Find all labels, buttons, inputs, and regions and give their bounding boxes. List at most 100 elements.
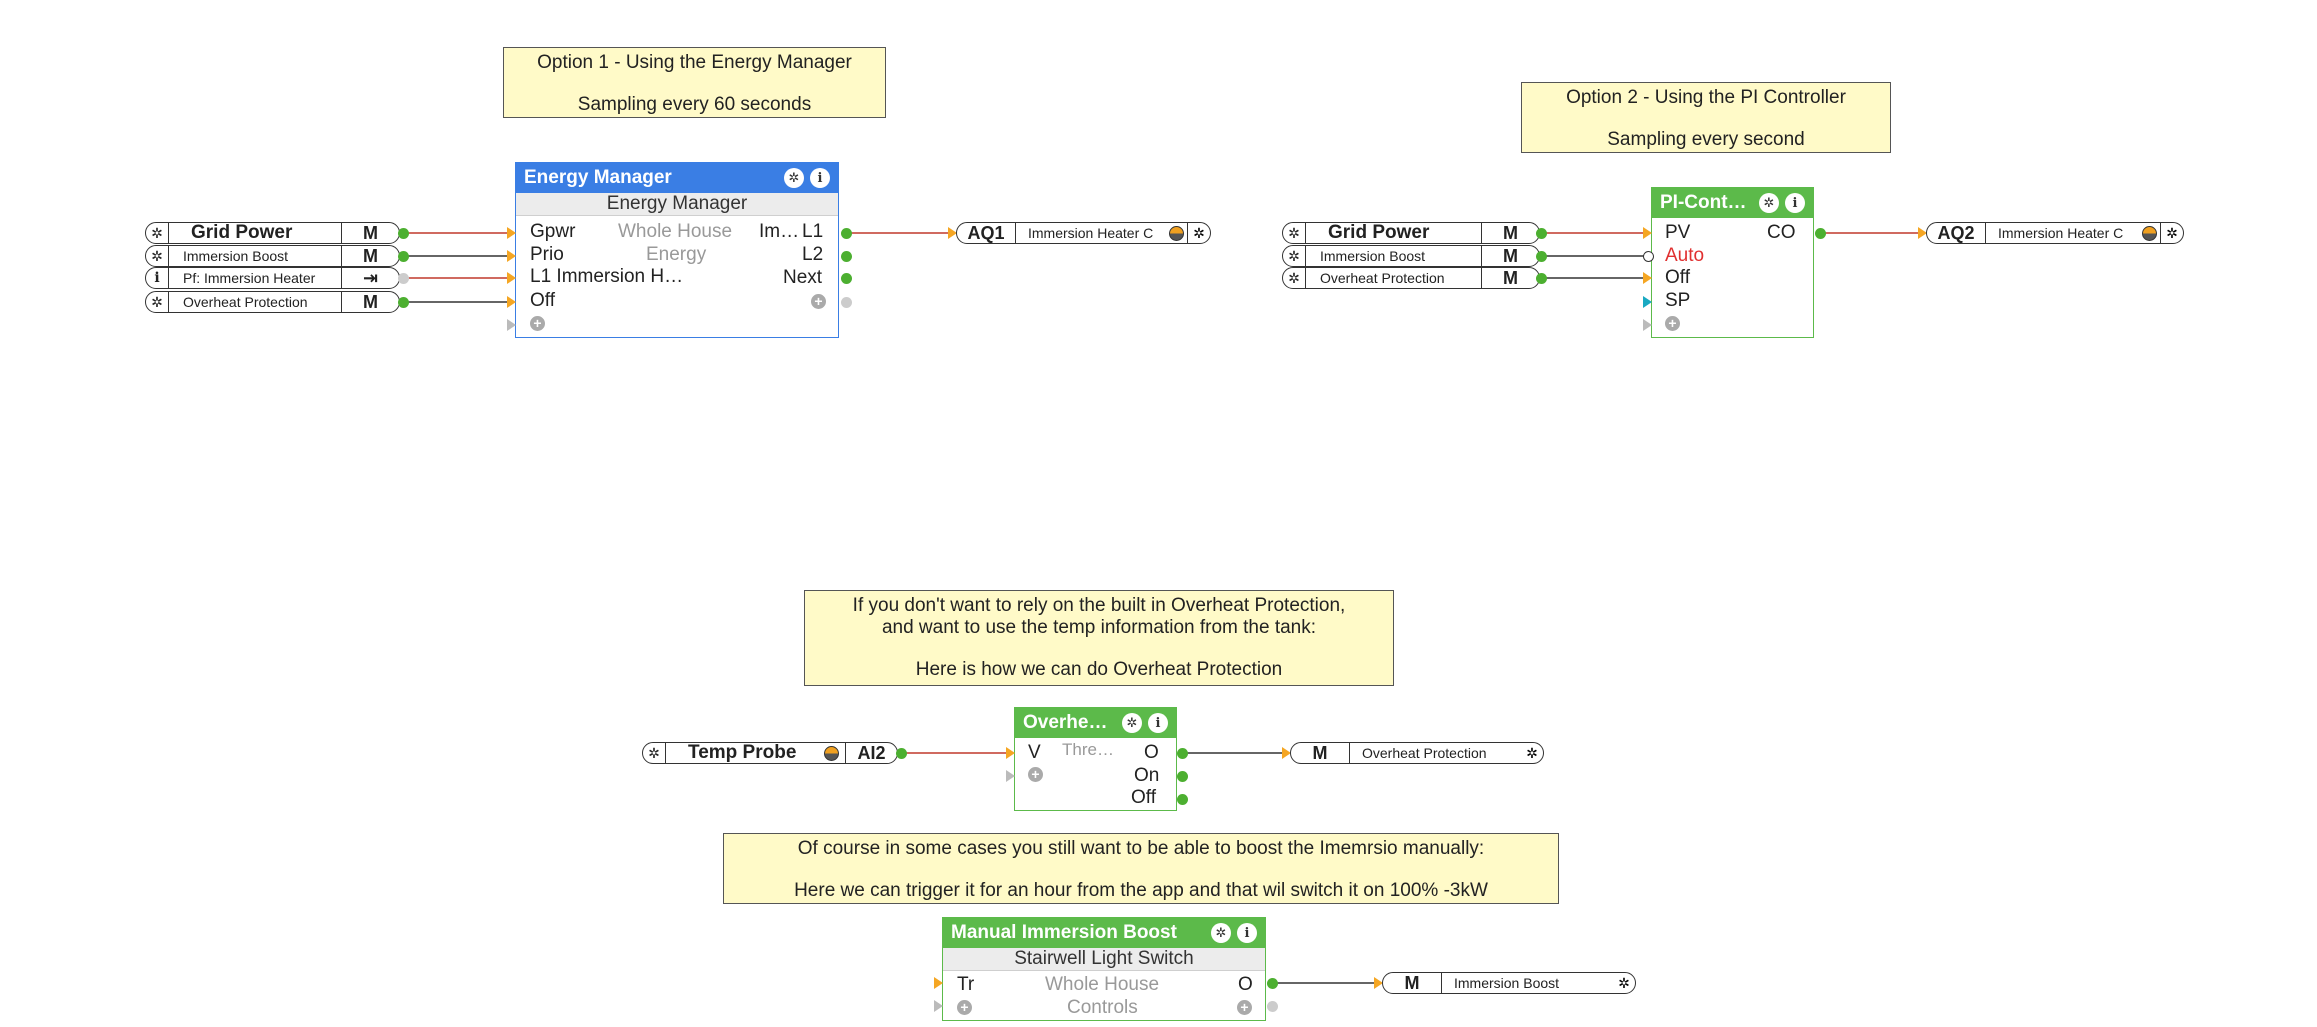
output-overheat-protection[interactable]: M Overheat Protection ✲ (1290, 742, 1544, 764)
input-tr[interactable]: Tr (957, 974, 975, 995)
output-connector[interactable] (896, 748, 907, 759)
input-off[interactable]: Off (1665, 267, 1690, 288)
input-arrow[interactable] (507, 227, 516, 239)
block-header[interactable]: Energy Manager ✲ i (516, 163, 838, 193)
block-header[interactable]: Manual Immersion Boost ✲ i (943, 918, 1265, 948)
output-connector[interactable] (398, 297, 409, 308)
output-l1[interactable]: L1 (802, 221, 824, 242)
output-connector[interactable] (1536, 228, 1547, 239)
gear-icon[interactable]: ✲ (1288, 247, 1300, 264)
output-connector[interactable] (841, 228, 852, 239)
overheat-threshold-block[interactable]: Overhe… ✲ i V Thre… O + On Off (1014, 707, 1177, 811)
add-output-icon[interactable]: + (811, 294, 826, 309)
input-v[interactable]: V (1028, 742, 1041, 763)
gear-icon[interactable]: ✲ (648, 744, 660, 761)
settings-icon[interactable]: ✲ (1759, 193, 1779, 213)
input-l1-immersion[interactable]: L1 Immersion H… (530, 266, 684, 287)
input-arrow[interactable] (948, 227, 957, 239)
output-immersion-boost[interactable]: M Immersion Boost ✲ (1382, 972, 1636, 994)
gear-icon[interactable]: ✲ (1526, 744, 1538, 761)
add-input-icon[interactable]: + (957, 1000, 972, 1015)
add-input-icon[interactable]: + (1665, 316, 1680, 331)
input-arrow[interactable] (1282, 747, 1291, 759)
output-connector[interactable] (1815, 228, 1826, 239)
input-prio[interactable]: Prio (530, 244, 564, 265)
input-auto[interactable]: Auto (1665, 245, 1705, 266)
input-grid-power[interactable]: ✲ Grid Power M (145, 222, 400, 244)
info-icon[interactable]: i (1237, 923, 1257, 943)
gear-icon[interactable]: ✲ (1618, 974, 1630, 991)
input-arrow[interactable] (507, 319, 516, 331)
output-connector[interactable] (1267, 978, 1278, 989)
input-pv[interactable]: PV (1665, 222, 1691, 243)
output-connector[interactable] (1177, 748, 1188, 759)
input-grid-power-2[interactable]: ✲ Grid Power M (1282, 222, 1540, 244)
gear-icon[interactable]: ✲ (151, 224, 163, 241)
add-input-icon[interactable]: + (530, 316, 545, 331)
info-icon[interactable]: i (810, 168, 830, 188)
input-arrow[interactable] (507, 272, 516, 284)
input-arrow[interactable] (934, 1000, 943, 1012)
input-overheat-protection[interactable]: ✲ Overheat Protection M (145, 291, 400, 313)
input-overheat-protection-2[interactable]: ✲ Overheat Protection M (1282, 267, 1540, 289)
output-off[interactable]: Off (1131, 787, 1156, 808)
output-connector[interactable] (841, 251, 852, 262)
input-immersion-boost[interactable]: ✲ Immersion Boost M (145, 245, 400, 267)
input-arrow[interactable] (934, 977, 943, 989)
input-arrow[interactable] (1918, 227, 1927, 239)
input-arrow[interactable] (1006, 747, 1015, 759)
input-arrow[interactable] (1643, 227, 1652, 239)
input-arrow[interactable] (507, 250, 516, 262)
add-input-icon[interactable]: + (1028, 767, 1043, 782)
settings-icon[interactable]: ✲ (1211, 923, 1231, 943)
block-header[interactable]: PI-Cont… ✲ i (1652, 188, 1813, 218)
input-arrow[interactable] (507, 296, 516, 308)
input-sp[interactable]: SP (1665, 290, 1691, 311)
inverted-input-marker[interactable] (1643, 251, 1654, 262)
settings-icon[interactable]: ✲ (1122, 713, 1142, 733)
input-immersion-boost-2[interactable]: ✲ Immersion Boost M (1282, 245, 1540, 267)
manual-immersion-boost-block[interactable]: Manual Immersion Boost ✲ i Stairwell Lig… (942, 917, 1266, 1021)
output-connector[interactable] (841, 297, 852, 308)
input-arrow[interactable] (1006, 770, 1015, 782)
output-on[interactable]: On (1134, 765, 1160, 786)
output-aq1[interactable]: AQ1 Immersion Heater C ✲ (956, 222, 1211, 244)
input-arrow[interactable] (1643, 296, 1652, 308)
output-connector[interactable] (1536, 251, 1547, 262)
pi-controller-block[interactable]: PI-Cont… ✲ i PV CO Auto Off SP + (1651, 187, 1814, 338)
settings-icon[interactable]: ✲ (784, 168, 804, 188)
output-next[interactable]: Next (783, 267, 823, 288)
gear-icon[interactable]: ✲ (2160, 223, 2183, 243)
output-aq2[interactable]: AQ2 Immersion Heater C ✲ (1926, 222, 2184, 244)
block-header[interactable]: Overhe… ✲ i (1015, 708, 1176, 738)
gear-icon[interactable]: ✲ (151, 293, 163, 310)
output-connector[interactable] (1267, 1001, 1278, 1012)
output-o[interactable]: O (1144, 742, 1159, 763)
gear-icon[interactable]: ✲ (1187, 223, 1210, 243)
input-pf-immersion-heater[interactable]: i Pf: Immersion Heater ⇥ (145, 267, 400, 289)
output-connector[interactable] (1177, 794, 1188, 805)
info-icon[interactable]: i (1148, 713, 1168, 733)
info-icon[interactable]: i (154, 270, 160, 286)
input-arrow[interactable] (1643, 319, 1652, 331)
input-temp-probe[interactable]: ✲ Temp Probe AI2 (642, 742, 898, 764)
gear-icon[interactable]: ✲ (1288, 224, 1300, 241)
gear-icon[interactable]: ✲ (1288, 269, 1300, 286)
input-arrow[interactable] (1643, 272, 1652, 284)
input-gpwr[interactable]: Gpwr (530, 221, 576, 242)
output-o[interactable]: O (1238, 974, 1253, 995)
output-connector[interactable] (1536, 273, 1547, 284)
input-arrow[interactable] (1374, 977, 1383, 989)
energy-manager-block[interactable]: Energy Manager ✲ i Energy Manager Gpwr W… (515, 162, 839, 338)
info-icon[interactable]: i (1785, 193, 1805, 213)
output-connector[interactable] (398, 228, 409, 239)
input-off[interactable]: Off (530, 290, 555, 311)
output-connector[interactable] (1177, 771, 1188, 782)
output-connector[interactable] (398, 273, 409, 284)
output-connector[interactable] (841, 273, 852, 284)
gear-icon[interactable]: ✲ (151, 247, 163, 264)
output-connector[interactable] (398, 251, 409, 262)
output-l2[interactable]: L2 (802, 244, 824, 265)
output-co[interactable]: CO (1767, 222, 1796, 243)
